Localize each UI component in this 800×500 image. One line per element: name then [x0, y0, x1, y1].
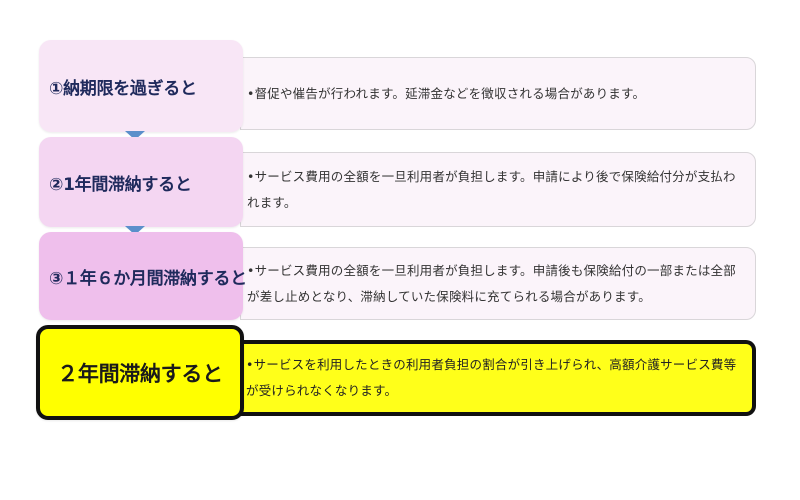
step-3-label: ③１年６か月間滞納すると	[49, 268, 247, 289]
step-3-description-box: •サービス費用の全額を一旦利用者が負担します。申請後も保険給付の一部または全部が…	[240, 247, 756, 320]
step-4-description: •サービスを利用したときの利用者負担の割合が引き上げられ、高額介護サービス費等が…	[246, 357, 737, 398]
down-arrow-icon	[125, 131, 145, 140]
step-4-label: ２年間滞納すると	[57, 361, 223, 386]
step-2-description-box: •サービス費用の全額を一旦利用者が負担します。申請により後で保険給付分が支払われ…	[240, 152, 756, 227]
step-1-description: •督促や催告が行われます。延滞金などを徴収される場合があります。	[247, 85, 646, 101]
step-3-label-box: ③１年６か月間滞納すると	[39, 232, 247, 320]
step-1-label: ①納期限を過ぎると	[49, 78, 197, 99]
step-1-description-box: •督促や催告が行われます。延滞金などを徴収される場合があります。	[240, 57, 756, 130]
step-4-description-box: •サービスを利用したときの利用者負担の割合が引き上げられ、高額介護サービス費等が…	[240, 340, 756, 416]
step-2-label-box: ②1年間滞納すると	[39, 137, 243, 227]
step-3-description: •サービス費用の全額を一旦利用者が負担します。申請後も保険給付の一部または全部が…	[247, 262, 736, 304]
step-4-label-box: ２年間滞納すると	[36, 325, 244, 420]
step-2-description: •サービス費用の全額を一旦利用者が負担します。申請により後で保険給付分が支払われ…	[247, 168, 736, 210]
step-2-label: ②1年間滞納すると	[49, 174, 192, 195]
step-1-label-box: ①納期限を過ぎると	[39, 40, 243, 132]
down-arrow-icon	[125, 226, 145, 235]
